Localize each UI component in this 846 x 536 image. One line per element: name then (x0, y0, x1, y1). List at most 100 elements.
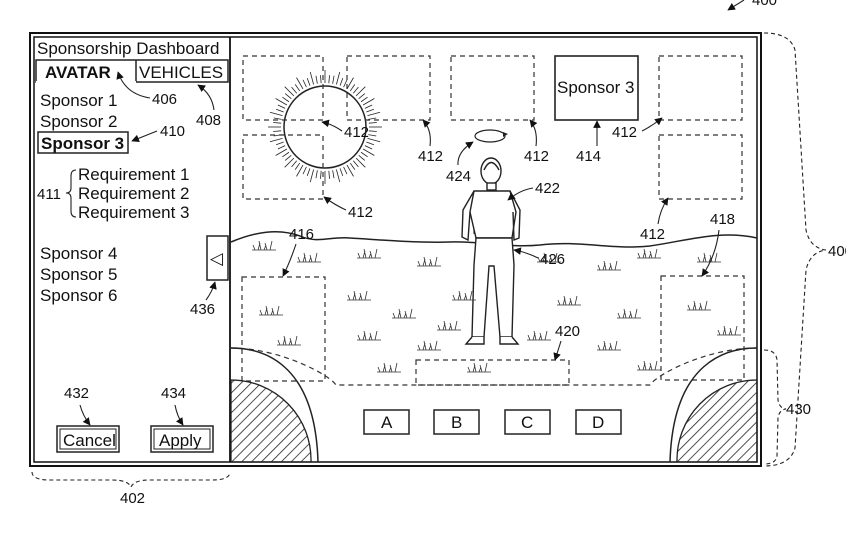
slot-3[interactable] (450, 55, 535, 121)
sponsor-5-item[interactable]: Sponsor 5 (40, 265, 118, 284)
grass-tuft (437, 320, 461, 331)
ref-406: 406 (152, 91, 177, 108)
requirement-3-item: Requirement 3 (78, 203, 190, 222)
sun-ray (358, 154, 366, 161)
placed-sponsor-3-label: Sponsor 3 (557, 78, 635, 97)
cancel-button[interactable] (56, 425, 120, 453)
sun-ray (284, 86, 295, 97)
grass-tuft (687, 300, 711, 311)
sun-ray (360, 96, 368, 103)
sun-ray (302, 166, 307, 175)
ref-figure-number: 400 (752, 0, 777, 9)
sponsor-6-item[interactable]: Sponsor 6 (40, 286, 118, 305)
figure-number-arrow (727, 0, 745, 11)
sun-ray (339, 168, 344, 177)
leader-420 (553, 340, 562, 361)
ref-408: 408 (196, 112, 221, 129)
slot-right-middle[interactable] (658, 134, 743, 200)
grass-tuft (617, 308, 641, 319)
sun-ray (306, 168, 311, 177)
slot-1[interactable] (242, 55, 324, 121)
sun-ray (291, 160, 298, 168)
slot-left-middle[interactable] (242, 134, 324, 200)
apply-button[interactable] (150, 425, 214, 453)
button-a[interactable] (363, 409, 410, 435)
left-joystick-dial[interactable] (230, 379, 312, 463)
button-c[interactable] (504, 409, 551, 435)
sun-ray (296, 164, 304, 177)
button-d[interactable] (575, 409, 622, 435)
leader-412-slot3 (529, 119, 538, 147)
placed-sponsor-3-box[interactable] (554, 55, 639, 121)
sun-ray (332, 75, 335, 84)
slot-2[interactable] (346, 55, 431, 121)
leader-412-slot5 (641, 117, 663, 132)
grass-tuft (297, 252, 321, 263)
button-d-label: D (592, 413, 604, 432)
right-joystick-dial[interactable] (676, 379, 758, 463)
left-dial-arc (230, 347, 319, 463)
grass-tuft (452, 290, 476, 301)
requirements-brace (65, 169, 77, 218)
reference-annotations: 406 408 410 411 412 412 412 412 412 412 … (31, 32, 846, 507)
tab-vehicles[interactable]: VEHICLES (139, 63, 223, 82)
grass-tuft (717, 325, 741, 336)
sun-ray (352, 160, 359, 168)
grass-tuft (557, 295, 581, 306)
grass-tuft (347, 290, 371, 301)
leader-422 (507, 187, 534, 201)
grass-tuft (697, 252, 721, 263)
ref-422: 422 (535, 180, 560, 197)
sponsor-4-item[interactable]: Sponsor 4 (40, 244, 118, 263)
button-b[interactable] (433, 409, 480, 435)
sun-ray (364, 104, 373, 109)
sun-ray (368, 130, 377, 132)
slot-5[interactable] (658, 55, 743, 121)
grass-tuft (537, 252, 561, 263)
ref-400: 400 (828, 243, 846, 260)
tab-avatar[interactable]: AVATAR (45, 63, 111, 82)
grass-tuft (637, 248, 661, 259)
sponsor-2-item[interactable]: Sponsor 2 (40, 112, 118, 131)
selected-sponsor-box (37, 131, 129, 154)
rotate-avatar-icon[interactable] (474, 129, 506, 143)
ground-slot-left[interactable] (241, 276, 326, 382)
sun-ray (358, 93, 366, 100)
leader-412-slot2 (422, 119, 431, 147)
button-b-label: B (451, 413, 462, 432)
apply-button-label: Apply (159, 431, 202, 450)
bracket-430 (763, 349, 787, 465)
sun-ray (315, 75, 318, 84)
cancel-button-inner (59, 428, 117, 450)
leader-436 (205, 281, 217, 301)
ref-412-slot2: 412 (418, 148, 443, 165)
button-c-label: C (521, 413, 533, 432)
avatar-figure[interactable] (461, 157, 521, 345)
grass-tuft (597, 260, 621, 271)
ref-416: 416 (289, 226, 314, 243)
ref-411: 411 (37, 186, 61, 203)
sponsor-1-item[interactable]: Sponsor 1 (40, 91, 118, 110)
sun-ray (346, 164, 354, 177)
ref-426: 426 (540, 251, 565, 268)
sun-ray (315, 170, 318, 179)
sponsor-3-item[interactable]: Sponsor 3 (41, 134, 124, 153)
sun-ray (320, 75, 322, 84)
sun-ray (273, 122, 282, 124)
collapse-panel-handle[interactable] (206, 235, 229, 281)
sun-ray (362, 98, 375, 106)
ref-412-slot5: 412 (612, 124, 637, 141)
sun-ray (343, 166, 348, 175)
ref-418: 418 (710, 211, 735, 228)
ground-slot-right[interactable] (660, 275, 745, 381)
collapse-arrow-icon: ◁ (210, 249, 224, 268)
bracket-402 (31, 471, 231, 489)
sun-ray (355, 157, 366, 168)
sun-ray (277, 145, 286, 150)
grass-texture (252, 240, 741, 373)
sun-ray (367, 111, 381, 116)
sun-ray (362, 148, 375, 156)
grass-tuft (392, 308, 416, 319)
grass-tuft (417, 256, 441, 267)
leader-412-right-middle (657, 197, 669, 225)
